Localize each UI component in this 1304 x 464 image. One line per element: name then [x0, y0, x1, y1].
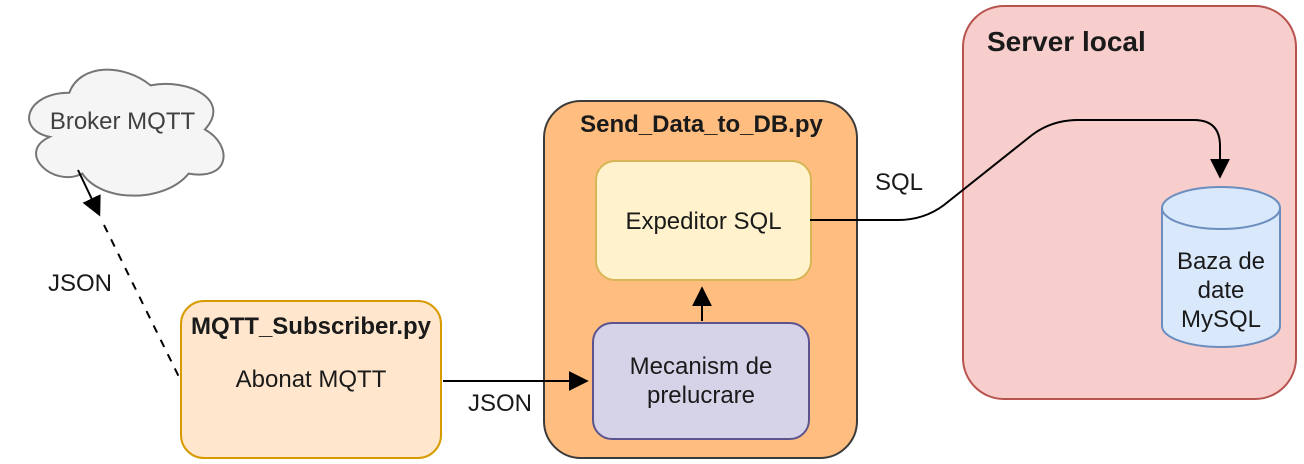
edge-label-json-subscriber: JSON — [467, 390, 532, 417]
send-data-to-db-title: Send_Data_to_DB.py — [580, 111, 823, 138]
server-local-title: Server local — [987, 26, 1146, 57]
mecanism-prelucrare-label: Mecanism de prelucrare — [629, 353, 773, 409]
baza-de-date-mysql-label: Baza de date MySQL — [1176, 248, 1266, 333]
broker-mqtt-label: Broker MQTT — [49, 108, 196, 135]
abonat-mqtt-label: Abonat MQTT — [235, 366, 387, 393]
edge-broker-arrow — [77, 169, 101, 217]
edge-broker-dashed — [103, 224, 181, 380]
edge-label-json-broker: JSON — [47, 270, 112, 297]
expeditor-sql-label: Expeditor SQL — [625, 208, 782, 235]
edge-label-sql: SQL — [874, 169, 924, 196]
node-mqtt-subscriber — [180, 300, 442, 459]
mqtt-subscriber-title: MQTT_Subscriber.py — [190, 313, 432, 340]
node-expeditor-sql — [595, 160, 812, 281]
node-mecanism-prelucrare — [592, 322, 810, 440]
node-server-local — [962, 5, 1297, 400]
